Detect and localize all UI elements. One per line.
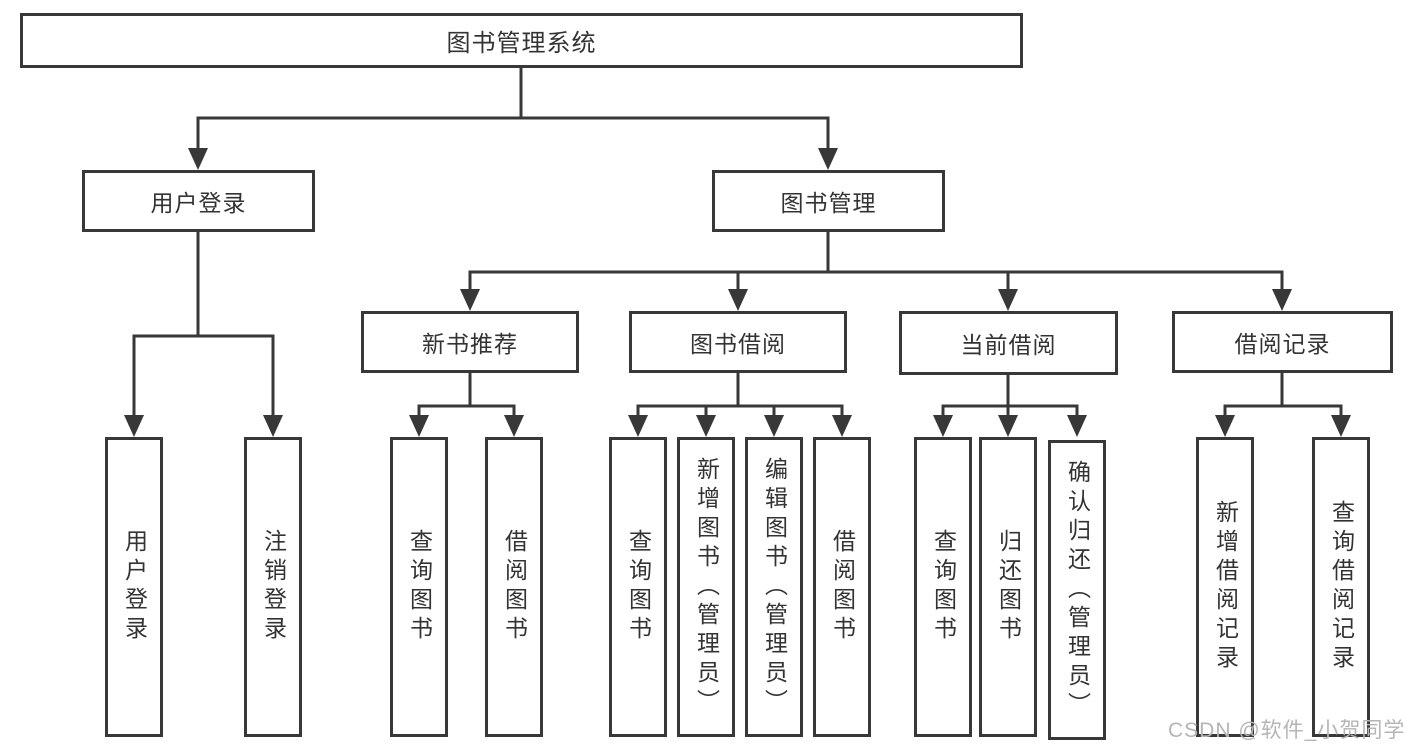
arrow-down-icon [832,415,852,437]
arrow-down-icon [504,415,524,437]
arrow-down-icon [818,148,838,170]
node-label: 确认归还（管理员） [1064,459,1091,721]
node-label: 图书管理系统 [446,30,597,57]
leaf-user-login: 用户登录 [105,437,163,737]
arrow-down-icon [764,415,784,437]
arrow-down-icon [728,289,748,311]
leaf-borrow-book-1: 借阅图书 [485,437,543,737]
node-label: 用户登录 [150,190,247,216]
arrow-down-icon [696,415,716,437]
leaf-query-book-3: 查询图书 [914,437,972,737]
node-label: 注销登录 [260,529,287,645]
connector-borrow-record-children [1215,371,1351,437]
node-current-borrow: 当前借阅 [899,311,1118,375]
arrow-down-icon [1331,415,1351,437]
connector-book-borrow-children [628,371,852,437]
arrow-down-icon [628,415,648,437]
connector-new-book-children [409,371,524,437]
leaf-query-borrow-record: 查询借阅记录 [1312,437,1370,737]
node-label: 新书推荐 [422,331,518,357]
node-book-management: 图书管理 [712,170,945,232]
connector-book-mgmt-to-level3 [460,230,1292,311]
node-label: 归还图书 [995,529,1022,645]
node-borrow-records: 借阅记录 [1172,311,1393,373]
node-label: 新增借阅记录 [1212,500,1239,674]
leaf-return-book: 归还图书 [979,437,1037,737]
connector-user-login-children [124,230,283,437]
arrow-down-icon [1215,415,1235,437]
node-label: 图书管理 [780,190,877,216]
connector-root-to-level2 [188,66,838,170]
node-label: 编辑图书（管理员） [761,456,788,718]
leaf-query-book-2: 查询图书 [609,437,667,737]
leaf-confirm-return-admin: 确认归还（管理员） [1048,440,1106,740]
node-label: 当前借阅 [960,332,1057,358]
node-label: 图书借阅 [690,331,786,357]
node-label: 查询图书 [625,529,652,645]
leaf-add-borrow-record: 新增借阅记录 [1196,437,1254,737]
watermark: CSDN @软件_小贺同学 [1168,719,1405,742]
node-label: 新增图书（管理员） [693,456,720,718]
connector-current-borrow-children [933,373,1087,437]
leaf-borrow-book-2: 借阅图书 [813,437,871,737]
node-label: 查询图书 [930,529,957,645]
arrow-down-icon [263,415,283,437]
arrow-down-icon [188,148,208,170]
arrow-down-icon [1067,415,1087,437]
leaf-add-book-admin: 新增图书（管理员） [677,437,735,737]
node-label: 借阅图书 [501,529,528,645]
leaf-query-book-1: 查询图书 [390,437,448,737]
arrow-down-icon [409,415,429,437]
arrow-down-icon [998,289,1018,311]
node-label: 借阅记录 [1234,331,1331,357]
node-user-login: 用户登录 [82,170,315,232]
leaf-edit-book-admin: 编辑图书（管理员） [745,437,803,737]
arrow-down-icon [933,415,953,437]
node-label: 查询图书 [406,529,433,645]
node-book-borrow: 图书借阅 [629,311,847,373]
node-label: 借阅图书 [829,529,856,645]
node-label: 用户登录 [121,529,148,645]
arrow-down-icon [460,289,480,311]
leaf-logout: 注销登录 [244,437,302,737]
node-new-book-recommend: 新书推荐 [361,311,579,373]
node-library-management-system: 图书管理系统 [20,13,1023,68]
node-label: 查询借阅记录 [1328,500,1355,674]
arrow-down-icon [124,415,144,437]
arrow-down-icon [1272,289,1292,311]
arrow-down-icon [998,415,1018,437]
